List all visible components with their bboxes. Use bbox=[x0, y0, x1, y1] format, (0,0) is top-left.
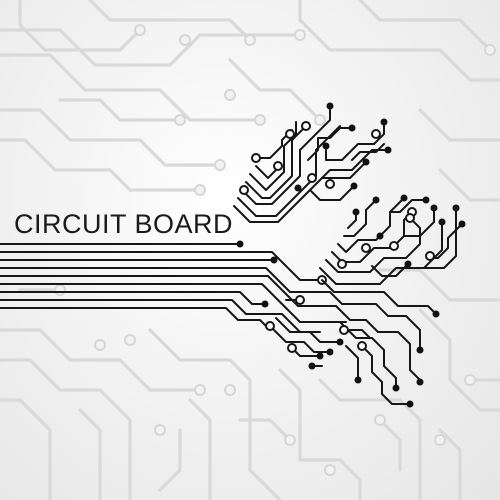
title-circuit-board: CIRCUIT BOARD bbox=[14, 209, 234, 239]
upper-branch-traces bbox=[233, 105, 385, 223]
background-pads bbox=[54, 24, 496, 476]
middle-branch-pads bbox=[317, 194, 466, 285]
upper-branch-pads bbox=[239, 102, 392, 195]
lower-branch-pads bbox=[265, 295, 440, 408]
main-bundle-terminals bbox=[236, 240, 278, 308]
lower-branch-traces bbox=[269, 279, 437, 405]
main-trace-bundle bbox=[0, 243, 347, 333]
